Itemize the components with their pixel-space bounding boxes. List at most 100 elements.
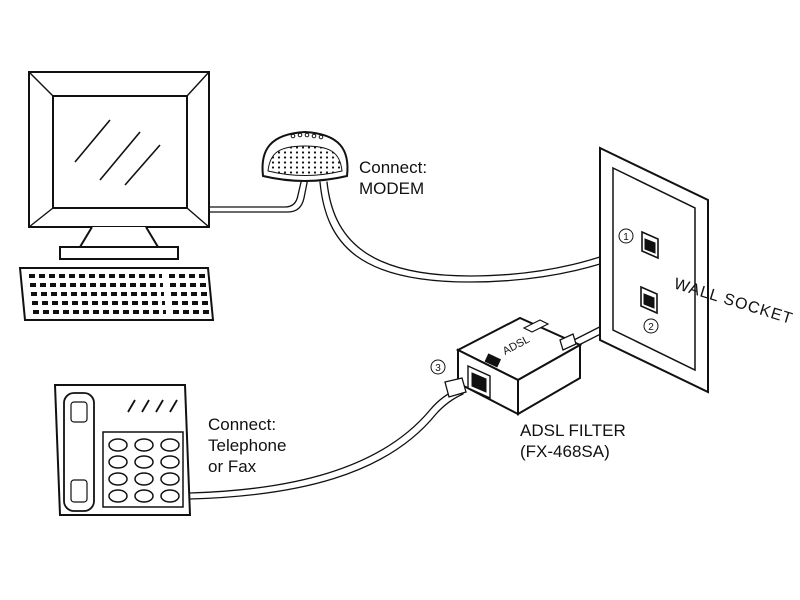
keyboard-key <box>182 301 188 305</box>
keypad-button <box>160 455 180 469</box>
keyboard-key <box>142 301 148 305</box>
telephone-label-line-3: or Fax <box>208 457 257 476</box>
svg-text:1: 1 <box>623 232 629 243</box>
filter-label: ADSL FILTER (FX-468SA) <box>520 420 626 462</box>
keyboard-key <box>179 274 185 278</box>
keyboard-key <box>61 292 67 296</box>
keyboard-key <box>189 274 195 278</box>
keyboard-key <box>173 310 179 314</box>
port-marker-3: 3 <box>430 359 446 375</box>
keyboard-key <box>100 283 106 287</box>
keyboard-key <box>110 283 116 287</box>
wall-socket-icon <box>599 146 709 394</box>
keyboard-key <box>121 292 127 296</box>
keyboard-key <box>62 301 68 305</box>
telephone-display <box>127 399 178 413</box>
modem-label-line-1: Connect: <box>359 158 428 177</box>
keyboard-key <box>160 283 163 287</box>
keyboard-key <box>31 292 37 296</box>
keyboard-key <box>51 292 57 296</box>
keyboard-key <box>49 274 55 278</box>
keyboard-key <box>122 301 128 305</box>
keyboard-key <box>81 292 87 296</box>
keyboard-key <box>39 274 45 278</box>
keyboard-key <box>32 301 38 305</box>
keyboard-key <box>69 274 75 278</box>
keyboard-key <box>40 283 46 287</box>
keyboard-key <box>183 310 189 314</box>
svg-text:3: 3 <box>435 363 441 374</box>
keyboard-icon <box>18 267 215 321</box>
keyboard-key <box>109 274 115 278</box>
keyboard-key <box>190 283 196 287</box>
keyboard-key <box>82 301 88 305</box>
keyboard-key <box>161 292 164 296</box>
telephone-label: Connect: Telephone or Fax <box>208 414 286 477</box>
keyboard-key <box>41 292 47 296</box>
keyboard-key <box>199 274 205 278</box>
telephone-label-line-1: Connect: <box>208 415 277 434</box>
keyboard-key <box>139 274 145 278</box>
keyboard-key <box>141 292 147 296</box>
keyboard-key <box>192 301 198 305</box>
keypad-button <box>160 472 180 486</box>
keyboard-key <box>131 292 137 296</box>
keyboard-key <box>201 292 207 296</box>
keyboard-key <box>43 310 49 314</box>
filter-label-line-1: ADSL FILTER <box>520 421 626 440</box>
keyboard-key <box>180 283 186 287</box>
keyboard-key <box>50 283 56 287</box>
keyboard-key <box>150 283 156 287</box>
keypad-button <box>108 455 128 469</box>
keyboard-key <box>60 283 66 287</box>
keyboard-key <box>202 301 208 305</box>
telephone-filter-cable <box>189 387 464 500</box>
keyboard-key <box>93 310 99 314</box>
keypad-button <box>134 472 154 486</box>
keyboard-key <box>63 310 69 314</box>
keyboard-key <box>53 310 59 314</box>
keyboard-key <box>129 274 135 278</box>
keypad-button <box>160 438 180 452</box>
telephone-keypad <box>108 438 180 503</box>
keyboard-key <box>152 301 158 305</box>
keyboard-key <box>91 292 97 296</box>
keyboard-key <box>90 283 96 287</box>
port-marker-2: 2 <box>643 318 659 334</box>
keyboard-key <box>132 301 138 305</box>
keyboard-key <box>200 283 206 287</box>
keyboard-key <box>162 301 165 305</box>
keyboard-key <box>140 283 146 287</box>
keyboard-key <box>169 274 175 278</box>
keyboard-key <box>123 310 129 314</box>
keypad-button <box>134 438 154 452</box>
modem-icon <box>261 130 349 182</box>
keyboard-key <box>29 274 35 278</box>
keyboard-key <box>133 310 139 314</box>
keypad-button <box>108 472 128 486</box>
keyboard-key <box>151 292 157 296</box>
keyboard-key <box>149 274 155 278</box>
modem-led-lights <box>290 132 324 140</box>
keyboard-key <box>120 283 126 287</box>
computer-monitor-icon <box>28 71 210 260</box>
keyboard-key <box>102 301 108 305</box>
keyboard-key <box>70 283 76 287</box>
keyboard-key <box>159 274 162 278</box>
svg-text:2: 2 <box>648 322 654 333</box>
keyboard-key <box>30 283 36 287</box>
modem-label-line-2: MODEM <box>359 179 425 198</box>
filter-label-line-2: (FX-468SA) <box>520 442 610 461</box>
keyboard-key <box>80 283 86 287</box>
keyboard-key <box>92 301 98 305</box>
keyboard-key <box>71 292 77 296</box>
keyboard-key <box>99 274 105 278</box>
keyboard-key <box>193 310 199 314</box>
keyboard-key <box>130 283 136 287</box>
keyboard-key <box>171 292 177 296</box>
keyboard-key <box>163 310 166 314</box>
keyboard-key <box>111 292 117 296</box>
keyboard-key <box>181 292 187 296</box>
keyboard-key <box>79 274 85 278</box>
